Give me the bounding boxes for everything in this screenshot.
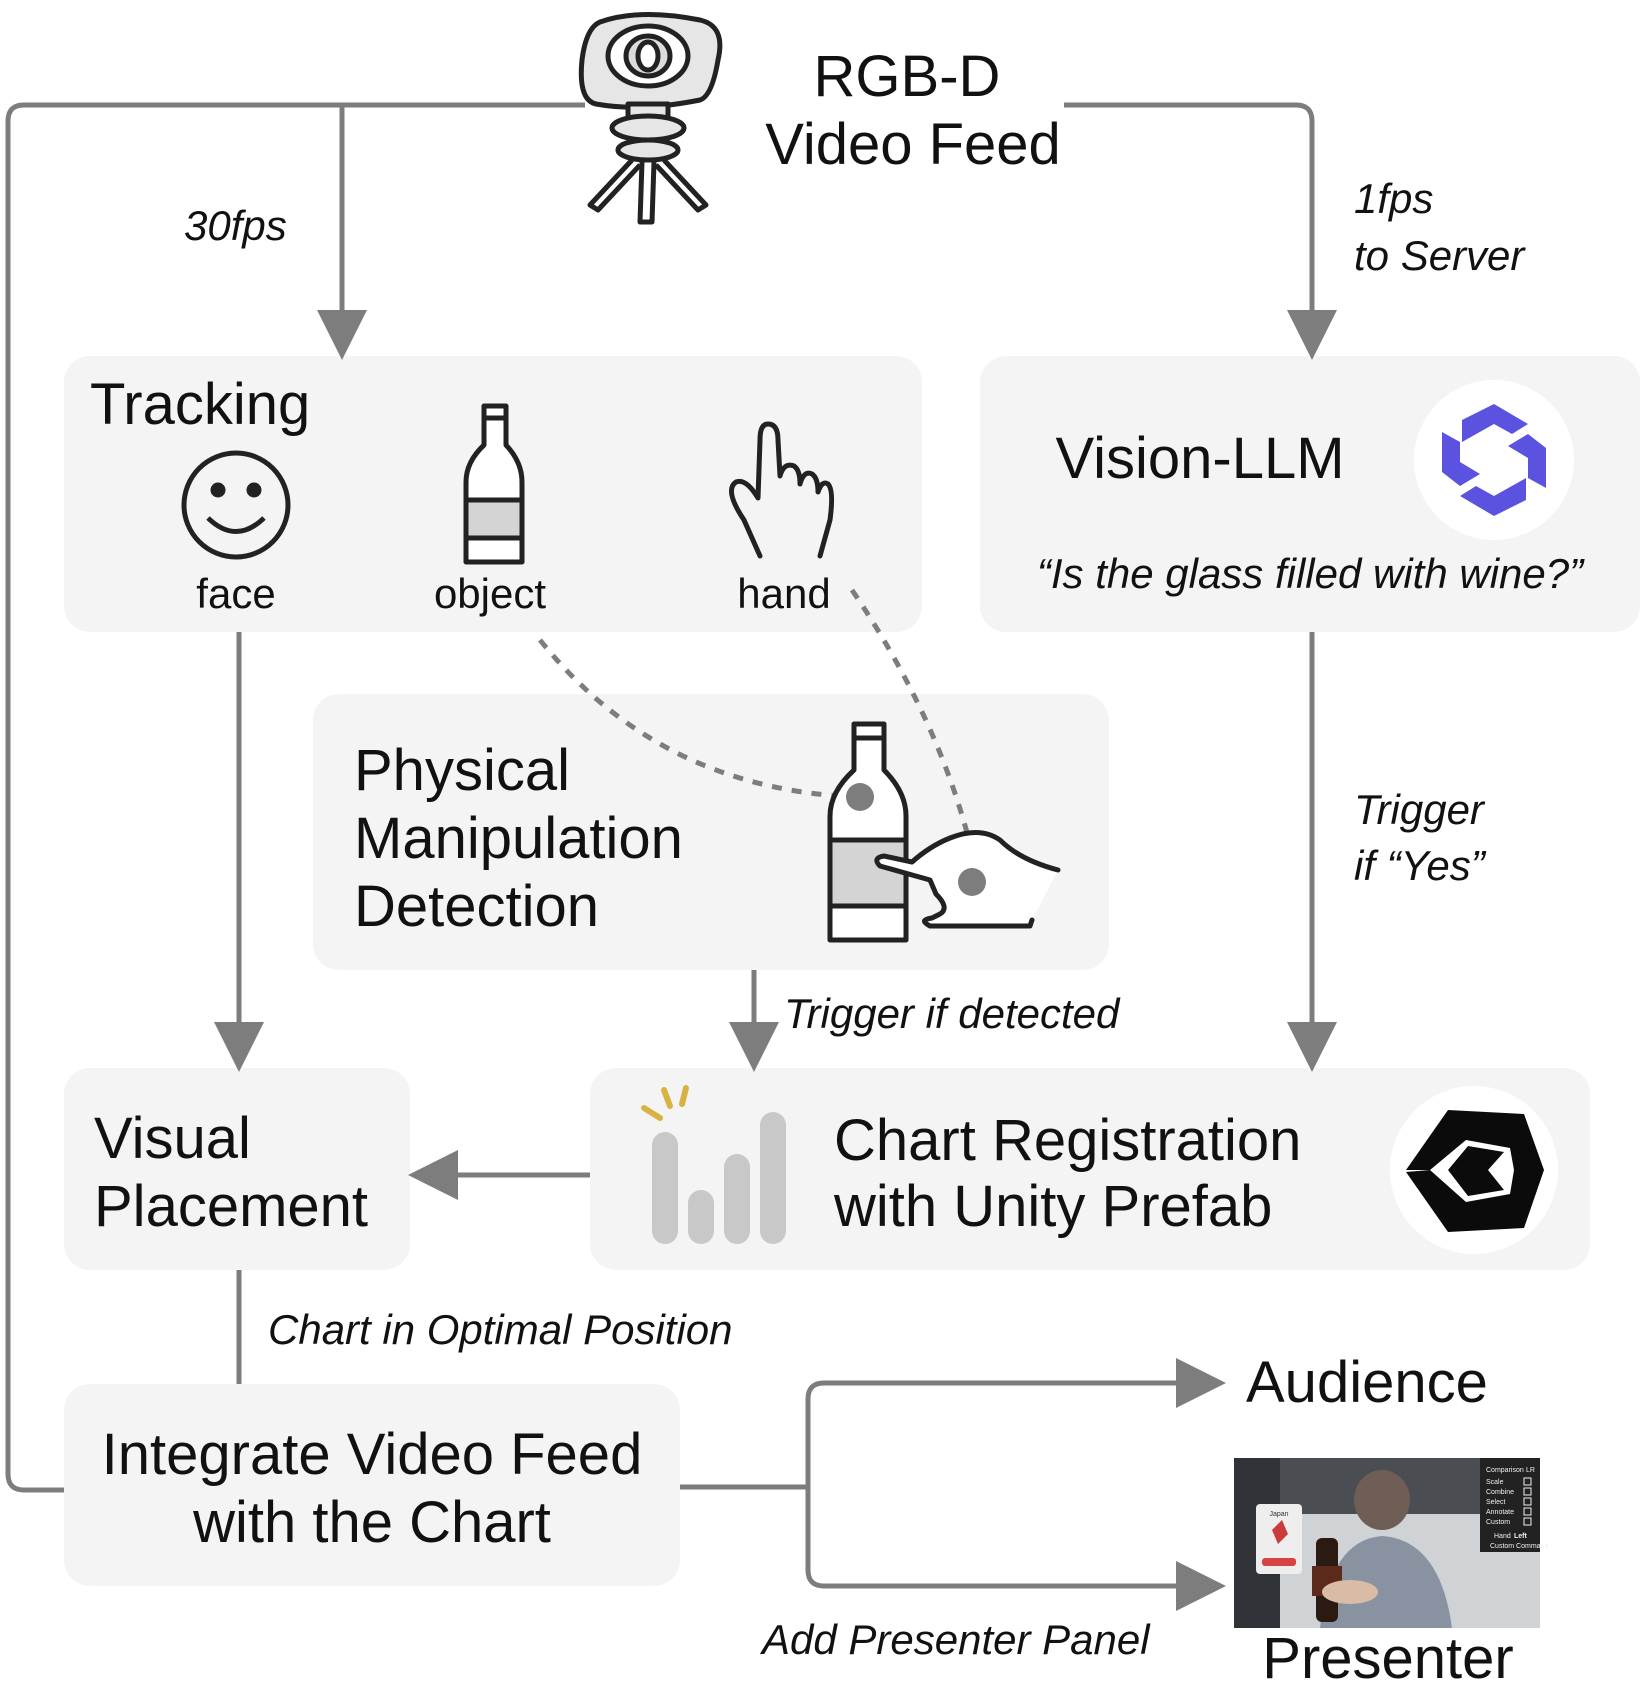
llm-logo-icon (1442, 404, 1546, 516)
integrate-box (64, 1384, 680, 1586)
edge-to-presenter (805, 1487, 1226, 1611)
edge-camera-to-vision-llm (1064, 102, 1337, 360)
integrate-line2: with the Chart (192, 1490, 551, 1555)
edge-camera-to-integrate (5, 102, 585, 1493)
edge-label-trigger-detected: Trigger if detected (784, 990, 1121, 1037)
panel-footer: Custom Command (1490, 1543, 1548, 1550)
presenter-screenshot: Japan Comparison LR Scale Combine Select… (1234, 1458, 1548, 1628)
manipulation-line1: Physical (354, 738, 570, 803)
dashed-hand-link (849, 588, 975, 853)
camera-label-line1: RGB-D (814, 44, 1001, 109)
edge-label-trigger-yes-line1: Trigger (1354, 786, 1486, 833)
vision-llm-title: Vision-LLM (1055, 426, 1344, 491)
camera-label-line2: Video Feed (765, 112, 1061, 177)
panel-card-title: Japan (1269, 1511, 1288, 1518)
bottle-grab-icon (827, 721, 1061, 943)
manipulation-box (313, 694, 1109, 970)
edge-label-trigger-yes-line2: if “Yes” (1354, 842, 1487, 889)
llm-logo-badge (1414, 380, 1574, 540)
hand-pointing-icon (729, 421, 835, 559)
integrate-line1: Integrate Video Feed (102, 1422, 643, 1487)
visual-placement-box (64, 1068, 410, 1270)
panel-menu-select: Select (1486, 1499, 1506, 1506)
visual-placement-line2: Placement (94, 1174, 368, 1239)
audience-label: Audience (1246, 1350, 1488, 1415)
panel-menu-comparison: Comparison (1486, 1467, 1524, 1474)
camera-icon (578, 11, 723, 225)
spark-icon (641, 1085, 689, 1121)
edge-label-1fps-line2: to Server (1354, 232, 1526, 279)
edge-label-30fps: 30fps (184, 202, 287, 249)
tracking-item-object: object (434, 570, 546, 617)
face-icon (181, 450, 291, 560)
panel-menu-combine: Combine (1486, 1489, 1514, 1496)
bottle-icon (463, 403, 525, 565)
panel-menu-header-lr: LR (1526, 1467, 1535, 1474)
unity-logo-icon (1406, 1110, 1544, 1232)
panel-hand-value: Left (1514, 1533, 1528, 1540)
tracking-item-face: face (196, 570, 275, 617)
chart-registration-box (590, 1068, 1590, 1270)
panel-menu-custom: Custom (1486, 1519, 1510, 1526)
bar-chart-icon (652, 1112, 786, 1244)
edge-to-audience (805, 1358, 1226, 1487)
visual-placement-line1: Visual (94, 1106, 251, 1171)
panel-hand-label: Hand (1494, 1533, 1511, 1540)
vision-llm-prompt: “Is the glass filled with wine?” (1037, 550, 1585, 597)
tracking-item-hand: hand (737, 570, 830, 617)
presenter-label: Presenter (1262, 1626, 1513, 1682)
panel-menu-scale: Scale (1486, 1479, 1504, 1486)
edge-label-1fps-line1: 1fps (1354, 175, 1433, 222)
edge-label-add-presenter-panel: Add Presenter Panel (759, 1616, 1151, 1663)
tracking-title: Tracking (90, 372, 310, 437)
manipulation-line3: Detection (354, 874, 599, 939)
manipulation-line2: Manipulation (354, 806, 683, 871)
chart-registration-line1: Chart Registration (834, 1108, 1301, 1173)
panel-menu-annotate: Annotate (1486, 1509, 1514, 1516)
edge-label-chart-optimal: Chart in Optimal Position (268, 1306, 733, 1353)
chart-registration-line2: with Unity Prefab (833, 1174, 1272, 1239)
dashed-object-link (538, 638, 859, 800)
